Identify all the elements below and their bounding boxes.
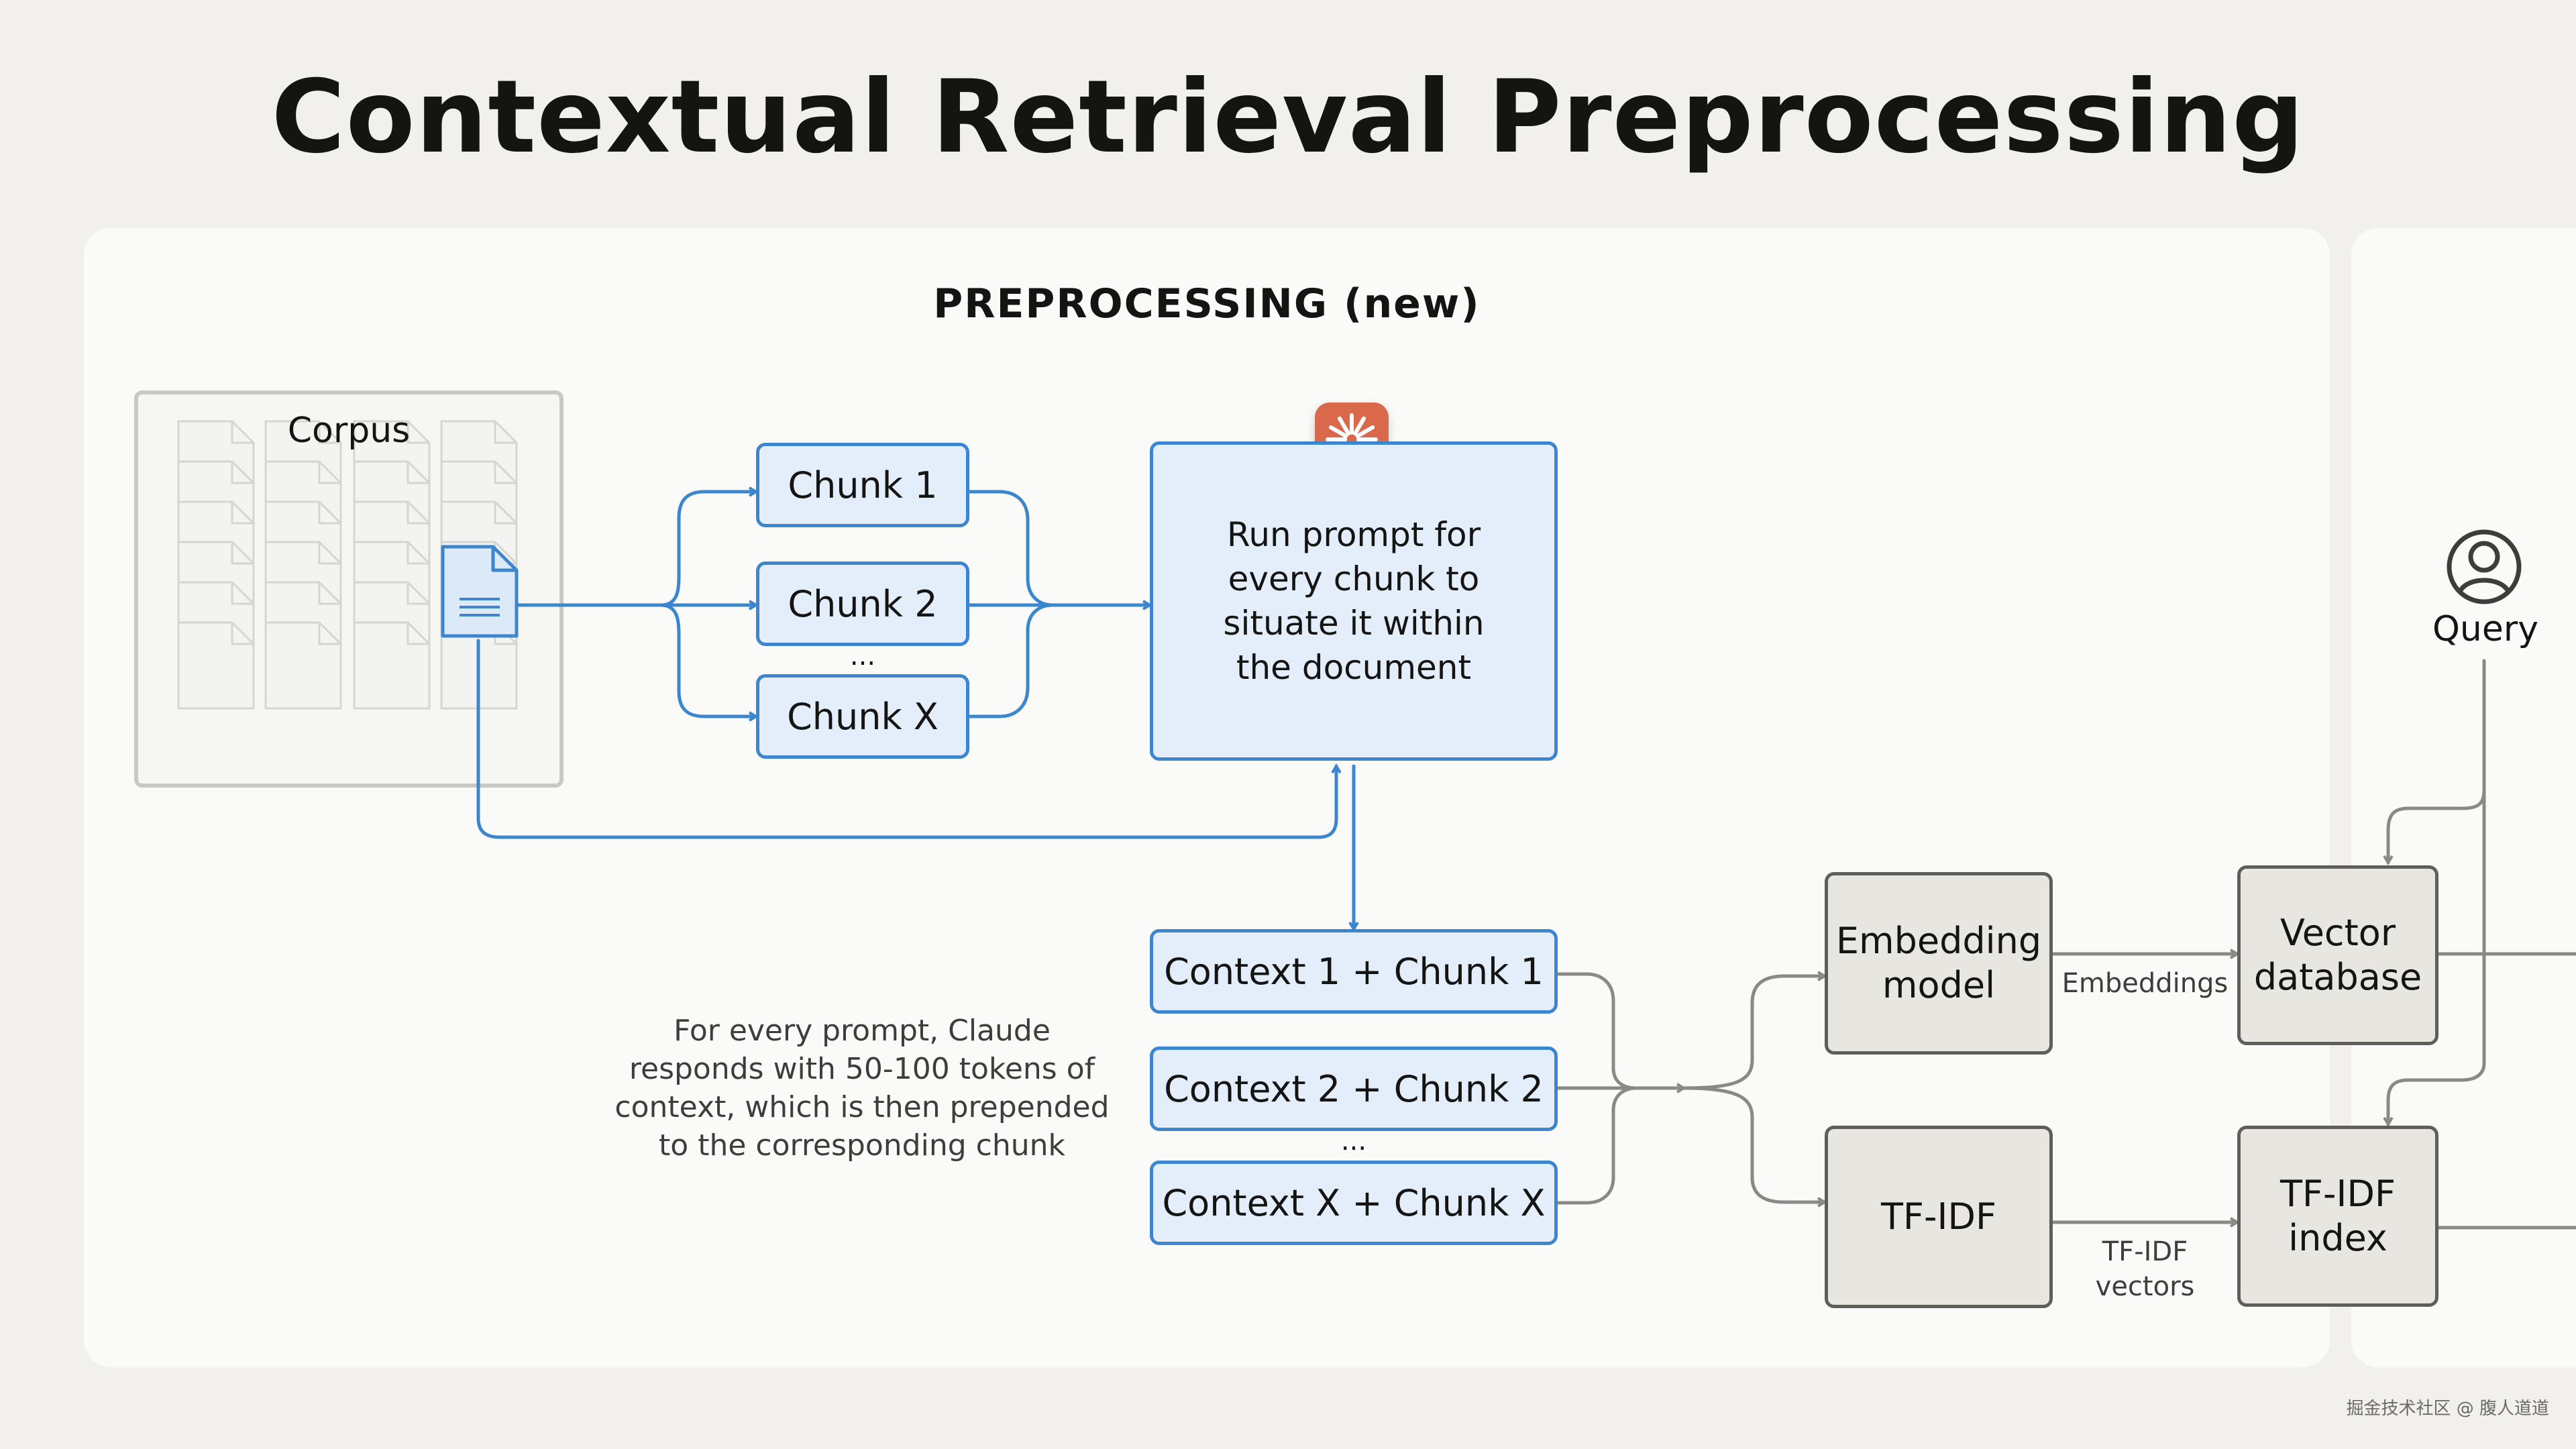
corpus-document-fold xyxy=(318,623,341,645)
corpus-document-fold xyxy=(231,502,254,525)
corpus-document-fold xyxy=(407,421,429,444)
embedding-model-box: Embedding model xyxy=(1825,872,2053,1055)
corpus-document-fold xyxy=(231,462,254,484)
context-2-box: Context 2 + Chunk 2 xyxy=(1150,1046,1558,1131)
corpus-label: Corpus xyxy=(287,411,411,451)
spark-ray xyxy=(1328,425,1348,438)
page-title: Contextual Retrieval Preprocessing xyxy=(271,59,2305,176)
embeddings-label: Embeddings xyxy=(2061,968,2229,999)
context-ellipsis: ... xyxy=(1340,1126,1367,1157)
spark-ray xyxy=(1355,425,1375,438)
corpus-document-fold xyxy=(407,582,429,605)
tfidf-vectors-label: TF-IDF vectors xyxy=(2095,1236,2195,1302)
corpus-document-fold xyxy=(494,502,517,525)
corpus-document-fold xyxy=(318,582,341,605)
corpus-document-fold xyxy=(318,502,341,525)
watermark: 掘金技术社区 @ 腹人道道 xyxy=(2346,1399,2549,1419)
corpus-document-fold xyxy=(231,623,254,645)
corpus-document-fold xyxy=(407,623,429,645)
corpus-document-fold xyxy=(407,542,429,565)
spark-ray xyxy=(1338,416,1350,436)
split-to-chunk-x xyxy=(659,603,759,722)
corpus-document-fold xyxy=(494,462,517,484)
corpus-document-fold xyxy=(231,582,254,605)
chunk-1-to-merge xyxy=(967,490,1055,607)
corpus-document-fold xyxy=(318,421,341,444)
corpus-document-fold xyxy=(407,462,429,484)
corpus-document-fold xyxy=(231,421,254,444)
chunk-1-box: Chunk 1 xyxy=(756,443,969,527)
vector-database-box: Vector database xyxy=(2237,865,2438,1045)
chunk-x-box: Chunk X xyxy=(756,674,969,759)
chunk-ellipsis: ... xyxy=(849,641,876,672)
context-1-to-merge xyxy=(1556,972,1639,1090)
section-title: PREPROCESSING (new) xyxy=(933,280,1481,327)
run-prompt-box: Run prompt for every chunk to situate it… xyxy=(1150,441,1558,761)
claude-caption: For every prompt, Claude responds with 5… xyxy=(614,1014,1110,1163)
split-to-chunk-1 xyxy=(659,486,759,607)
context-x-box: Context X + Chunk X xyxy=(1150,1161,1558,1245)
corpus-document-fold xyxy=(231,542,254,565)
chunk-2-box: Chunk 2 xyxy=(756,561,969,646)
document-icon xyxy=(441,545,519,638)
corpus-document-fold xyxy=(494,421,517,444)
chunk-x-to-merge xyxy=(967,603,1055,718)
user-icon xyxy=(2447,529,2522,604)
context-x-to-merge xyxy=(1556,1086,1639,1205)
corpus-document-fold xyxy=(407,502,429,525)
tfidf-box: TF-IDF xyxy=(1825,1126,2053,1308)
split-to-tfidf xyxy=(1682,1086,1827,1208)
query-to-vector-db xyxy=(2383,788,2486,865)
context-1-box: Context 1 + Chunk 1 xyxy=(1150,929,1558,1014)
query-label: Query xyxy=(2432,609,2539,649)
split-to-embedding xyxy=(1682,971,1827,1090)
corpus-document-fold xyxy=(318,462,341,484)
corpus-document-fold xyxy=(318,542,341,565)
tfidf-index-box: TF-IDF index xyxy=(2237,1126,2438,1307)
query-to-tfidf-index xyxy=(2383,1061,2486,1127)
spark-ray xyxy=(1353,416,1366,436)
doc-to-prompt xyxy=(476,639,1342,839)
